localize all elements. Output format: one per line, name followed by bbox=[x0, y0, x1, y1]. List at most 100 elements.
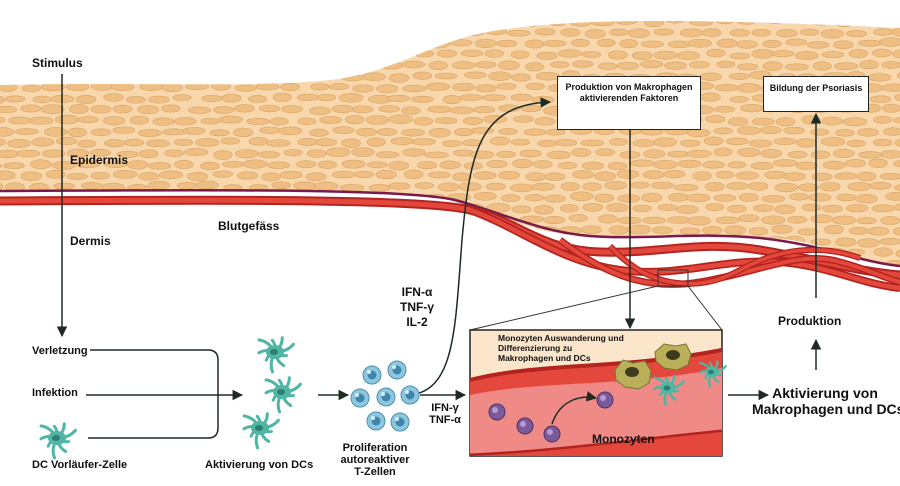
skin-cell bbox=[342, 139, 361, 148]
skin-cell bbox=[16, 150, 40, 157]
skin-cell bbox=[489, 72, 511, 81]
skin-cell bbox=[266, 140, 290, 147]
skin-cell bbox=[225, 204, 246, 213]
skin-cell bbox=[677, 52, 699, 60]
skin-cell bbox=[148, 162, 170, 169]
blood-vessel-label: Blutgefäss bbox=[218, 219, 279, 233]
skin-cell bbox=[196, 249, 219, 257]
skin-cell bbox=[790, 193, 809, 200]
skin-cell bbox=[342, 160, 365, 168]
skin-cell bbox=[116, 61, 139, 67]
skin-cell bbox=[730, 53, 750, 59]
skin-cell bbox=[693, 172, 712, 181]
skin-cell bbox=[139, 150, 158, 158]
skin-cell bbox=[706, 203, 724, 210]
skin-cell bbox=[314, 182, 338, 190]
skin-cell bbox=[717, 61, 735, 68]
skin-cell bbox=[775, 183, 798, 192]
skin-cell bbox=[345, 116, 364, 124]
skin-cell bbox=[687, 150, 711, 158]
skin-cell bbox=[413, 72, 432, 80]
skin-cell bbox=[54, 249, 73, 255]
skin-cell bbox=[515, 249, 534, 256]
skin-cell bbox=[856, 194, 878, 203]
skin-cell bbox=[728, 162, 746, 168]
skin-cell bbox=[150, 51, 171, 59]
skin-cell bbox=[183, 127, 205, 134]
skin-cell bbox=[511, 51, 529, 59]
skin-cell bbox=[178, 52, 197, 59]
skin-cell bbox=[572, 148, 591, 156]
skin-cell bbox=[258, 151, 279, 158]
skin-cell bbox=[161, 18, 183, 25]
skin-cell bbox=[138, 129, 161, 136]
skin-cell bbox=[209, 260, 232, 266]
skin-cell bbox=[881, 216, 900, 224]
skin-cell bbox=[558, 50, 581, 58]
skin-cell bbox=[328, 260, 349, 269]
skin-cell bbox=[705, 182, 724, 191]
skin-cell bbox=[309, 62, 329, 68]
skin-cell bbox=[572, 171, 594, 179]
skin-cell bbox=[149, 96, 170, 103]
skin-cell bbox=[367, 138, 385, 147]
skin-cell bbox=[307, 150, 326, 158]
skin-cell bbox=[821, 29, 844, 38]
skin-cell bbox=[401, 41, 422, 49]
skin-cell bbox=[413, 249, 434, 257]
skin-cell bbox=[220, 28, 241, 37]
skin-cell bbox=[15, 215, 38, 222]
skin-cell bbox=[714, 195, 736, 202]
skin-cell bbox=[151, 206, 172, 214]
skin-cell bbox=[32, 138, 54, 146]
skin-cell bbox=[832, 216, 855, 225]
skin-cell bbox=[476, 85, 497, 93]
skin-cell bbox=[595, 194, 614, 202]
skin-cell bbox=[163, 238, 184, 246]
skin-cell bbox=[598, 63, 617, 70]
skin-cell bbox=[344, 226, 367, 235]
skin-cell bbox=[595, 172, 616, 181]
skin-cell bbox=[321, 250, 340, 257]
skin-cell bbox=[339, 271, 363, 277]
skin-cell bbox=[501, 195, 520, 202]
skin-cell bbox=[414, 117, 433, 125]
skin-cell bbox=[260, 127, 281, 134]
skin-cell bbox=[262, 173, 281, 181]
skin-cell bbox=[707, 49, 726, 57]
skin-cell bbox=[561, 183, 579, 191]
skin-cell bbox=[269, 249, 288, 256]
skin-cell bbox=[424, 18, 447, 27]
skin-cell bbox=[654, 29, 674, 35]
skin-cell bbox=[175, 160, 193, 169]
skin-cell bbox=[845, 159, 865, 167]
skin-cell bbox=[30, 74, 51, 81]
skin-cell bbox=[247, 249, 269, 256]
skin-cell bbox=[486, 183, 506, 190]
skin-cell bbox=[177, 73, 197, 81]
skin-cell bbox=[664, 170, 685, 178]
skin-cell bbox=[149, 227, 168, 235]
skin-cell bbox=[197, 28, 220, 36]
skin-cell bbox=[537, 52, 557, 60]
skin-cell bbox=[870, 96, 890, 103]
skin-cell bbox=[44, 17, 64, 25]
skin-cell bbox=[233, 62, 255, 71]
skin-cell bbox=[380, 62, 403, 69]
skin-cell bbox=[44, 127, 67, 136]
skin-cell bbox=[4, 163, 25, 169]
skin-cell bbox=[822, 117, 843, 125]
skin-cell bbox=[543, 40, 566, 46]
skin-cell bbox=[259, 38, 281, 46]
skin-cell bbox=[628, 29, 650, 38]
skin-cell bbox=[398, 238, 422, 247]
skin-cell bbox=[341, 205, 362, 213]
skin-cell bbox=[834, 41, 853, 49]
skin-cell bbox=[459, 182, 481, 190]
skin-cell bbox=[247, 28, 269, 35]
skin-cell bbox=[463, 270, 482, 278]
skin-cell bbox=[882, 62, 900, 69]
skin-cell bbox=[643, 171, 664, 179]
skin-cell bbox=[0, 250, 6, 256]
skin-cell bbox=[784, 127, 805, 134]
